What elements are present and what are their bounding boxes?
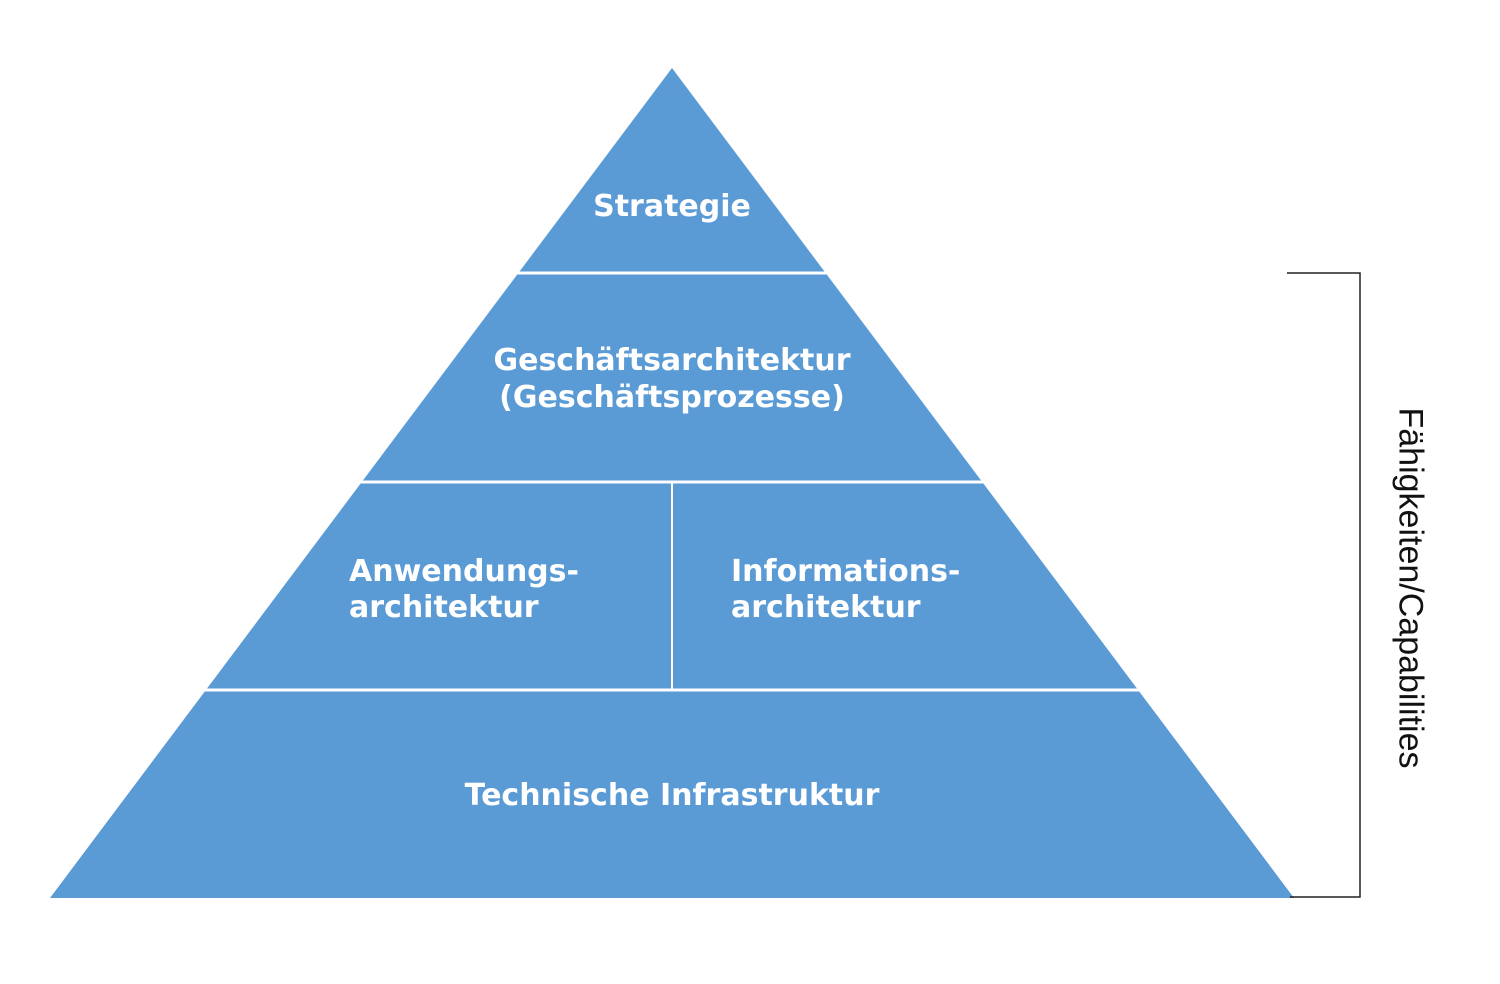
layer-informationsarchitektur-line2: architektur: [731, 590, 921, 625]
layer-anwendungsarchitektur-line2: architektur: [349, 590, 539, 625]
layer-strategie: Strategie: [593, 189, 751, 225]
layer-geschaeftsarchitektur-line1: Geschäftsarchitektur: [493, 343, 851, 378]
capabilities-bracket: [1287, 272, 1361, 898]
capabilities-label: Fähigkeiten/Capabilities: [1391, 407, 1430, 769]
layer-informationsarchitektur-line1: Informations-: [731, 554, 961, 589]
layer-informationsarchitektur: Informations- architektur: [731, 554, 960, 626]
layer-geschaeftsarchitektur: Geschäftsarchitektur (Geschäftsprozesse): [493, 342, 850, 416]
layer-anwendungsarchitektur-line1: Anwendungs-: [349, 554, 579, 589]
layer-geschaeftsarchitektur-line2: (Geschäftsprozesse): [499, 380, 845, 415]
layer-anwendungsarchitektur: Anwendungs- architektur: [349, 554, 579, 626]
layer-technische-infrastruktur-label: Technische Infrastruktur: [464, 778, 880, 813]
layer-technische-infrastruktur: Technische Infrastruktur: [465, 778, 880, 814]
layer-strategie-label: Strategie: [593, 189, 751, 224]
